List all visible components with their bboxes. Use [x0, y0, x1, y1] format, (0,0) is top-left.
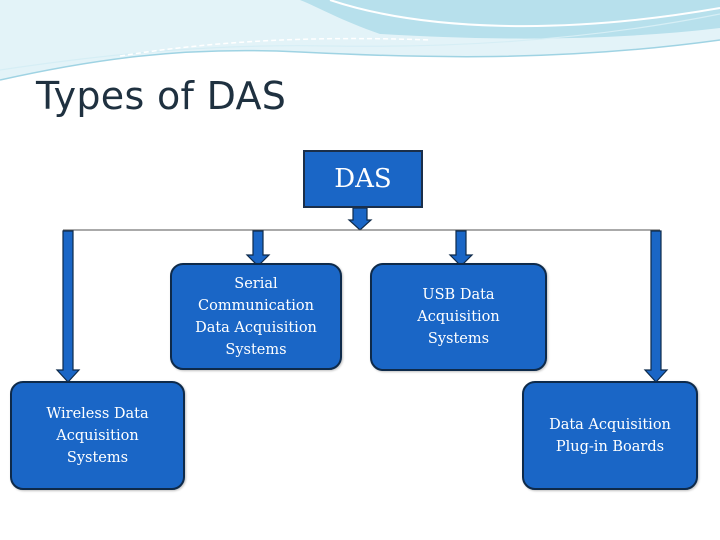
node-usb: USB Data Acquisition Systems	[370, 263, 547, 371]
arrow-to-serial	[245, 230, 271, 267]
root-node-label: DAS	[334, 164, 392, 194]
node-plugin: Data Acquisition Plug-in Boards	[522, 381, 698, 490]
node-serial-label: Serial Communication Data Acquisition Sy…	[195, 275, 317, 358]
arrow-to-plugin	[643, 230, 669, 383]
node-serial: Serial Communication Data Acquisition Sy…	[170, 263, 342, 370]
header-wave-decoration	[0, 0, 720, 81]
node-plugin-label: Data Acquisition Plug-in Boards	[549, 416, 671, 455]
node-wireless: Wireless Data Acquisition Systems	[10, 381, 185, 490]
arrow-to-wireless	[55, 230, 81, 383]
root-node-das: DAS	[303, 150, 423, 208]
arrow-to-usb	[448, 230, 474, 267]
slide-title: Types of DAS	[36, 74, 287, 118]
arrow-root-down	[347, 207, 373, 231]
node-usb-label: USB Data Acquisition Systems	[417, 287, 500, 347]
node-wireless-label: Wireless Data Acquisition Systems	[46, 405, 149, 466]
